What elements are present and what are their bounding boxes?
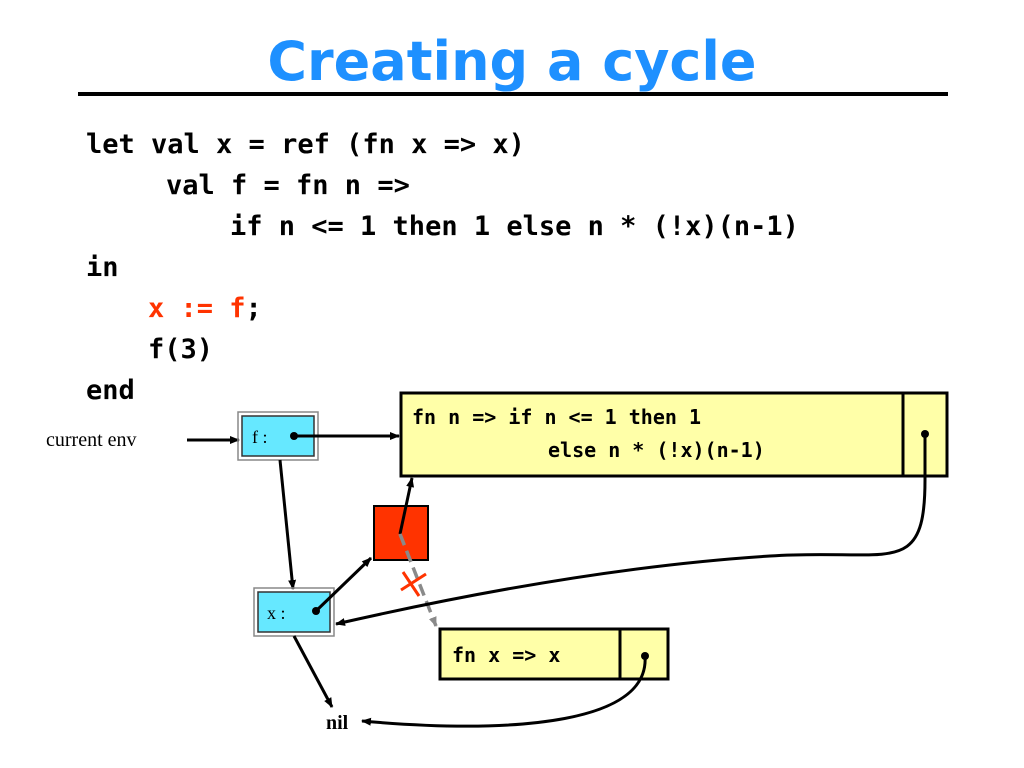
ref-to-closure-f-arrow bbox=[398, 477, 415, 535]
slide-title: Creating a cycle bbox=[267, 30, 757, 93]
code-line-2: val f = fn n => bbox=[166, 170, 410, 201]
env-cell-x-label: x : bbox=[267, 603, 286, 623]
cut-mark bbox=[400, 571, 427, 597]
code-line-5: x := f; bbox=[148, 288, 262, 329]
env-cell-x: x : bbox=[253, 587, 335, 637]
x-to-ref-arrow bbox=[314, 556, 373, 613]
code-line-4: in bbox=[86, 252, 119, 283]
closure-f-line-2: else n * (!x)(n-1) bbox=[548, 438, 765, 462]
f-env-parent-arrow bbox=[278, 459, 297, 590]
nil-label: nil bbox=[326, 712, 349, 734]
closure-identity: fn x => x bbox=[438, 627, 670, 681]
title-underline bbox=[78, 92, 948, 96]
closure-f: fn n => if n <= 1 then 1 else n * (!x)(n… bbox=[399, 391, 949, 478]
code-line-3: if n <= 1 then 1 else n * (!x)(n-1) bbox=[230, 211, 799, 242]
semicolon: ; bbox=[245, 293, 262, 324]
x-env-parent-arrow bbox=[292, 635, 334, 708]
code-line-6: f(3) bbox=[148, 334, 214, 365]
closure-identity-text: fn x => x bbox=[452, 643, 560, 667]
code-line-7: end bbox=[86, 375, 135, 406]
code-line-1: let val x = ref (fn x => x) bbox=[86, 129, 525, 160]
closure-f-line-1: fn n => if n <= 1 then 1 bbox=[412, 405, 701, 429]
closure-f-env-arrow bbox=[335, 434, 927, 626]
env-cell-f-label: f : bbox=[252, 427, 268, 447]
closure-identity-env-arrow bbox=[361, 655, 647, 728]
current-env-label: current env bbox=[46, 429, 137, 451]
assignment-highlight: x := f bbox=[148, 293, 246, 324]
ref-old-pointer bbox=[398, 533, 438, 627]
